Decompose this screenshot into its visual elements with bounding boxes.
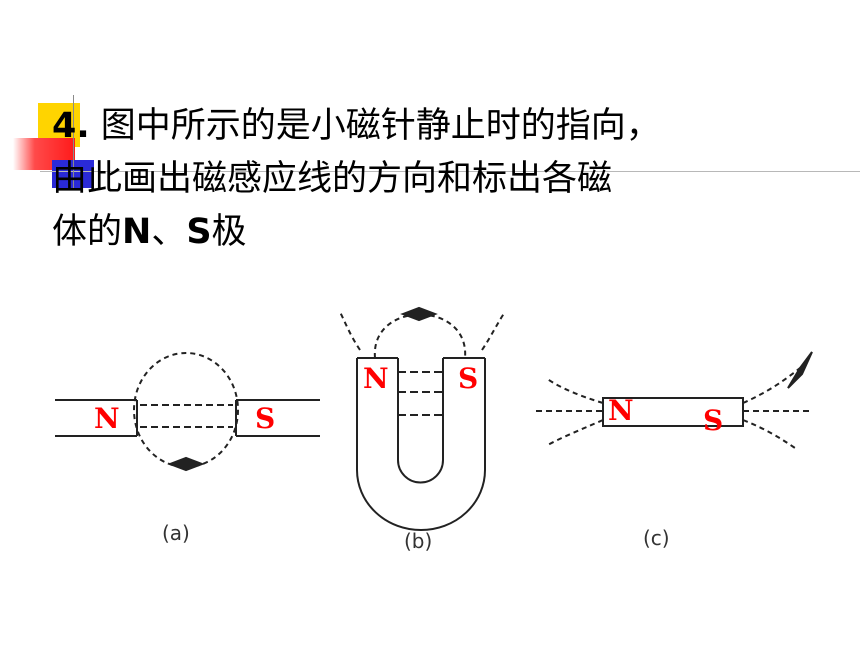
question-text: 4. 图中所示的是小磁针静止时的指向， 由此画出磁感应线的方向和标出各磁 体的N… [52, 100, 832, 259]
question-line-2: 由此画出磁感应线的方向和标出各磁 [52, 159, 613, 199]
figure-c [536, 351, 813, 449]
figure-a-caption: (a) [162, 521, 190, 545]
compass-needle-a [167, 456, 205, 472]
figure-c-caption: (c) [643, 526, 670, 550]
question-line-3-post: 极 [211, 212, 247, 252]
figure-b-caption: (b) [404, 529, 432, 553]
figure-b [339, 306, 506, 531]
field-line-b-arc [373, 313, 467, 359]
question-line-1: 图中所示的是小磁针静止时的指向， [100, 106, 661, 146]
magnet-c-label-n: N [608, 394, 634, 427]
magnet-b-label-s: S [458, 362, 478, 395]
question-number: 4. [52, 106, 90, 146]
figure-a [55, 352, 320, 472]
decor-vertical-rule [73, 95, 74, 190]
magnet-c-label-s: S [703, 404, 723, 437]
compass-needle-b [400, 306, 438, 322]
field-line-c-right-down [742, 419, 796, 449]
field-line-b-left-out [339, 311, 361, 351]
field-line-c-left-down [545, 419, 604, 447]
question-separator: 、 [151, 212, 187, 252]
horseshoe-inner [397, 358, 444, 484]
question-n-letter: N [122, 212, 152, 252]
horseshoe-outer [356, 358, 486, 531]
magnet-a-label-n: N [94, 402, 120, 435]
decor-horizontal-rule [40, 171, 860, 172]
field-line-a-circle [133, 352, 239, 468]
question-s-letter: S [186, 212, 212, 252]
field-line-c-left-up [545, 377, 604, 404]
compass-needle-c [787, 351, 813, 389]
field-line-c-right-up [742, 367, 801, 404]
magnet-b-label-n: N [363, 362, 389, 395]
field-line-b-right-out [481, 311, 506, 351]
magnet-a-label-s: S [255, 402, 275, 435]
question-line-3-pre: 体的 [52, 212, 123, 252]
